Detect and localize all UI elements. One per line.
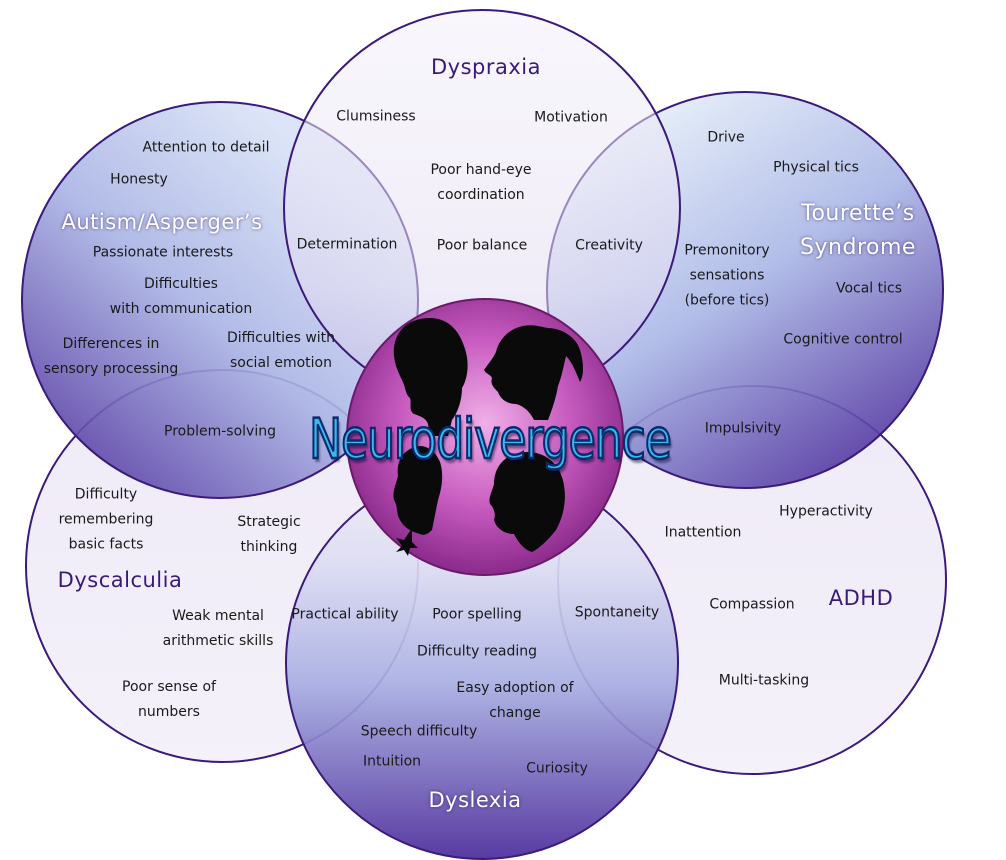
trait-inattention: Inattention — [664, 524, 742, 541]
trait-difficulties-with-social-emotion: Difficulties with social emotion — [226, 330, 336, 371]
trait-curiosity: Curiosity — [526, 760, 588, 777]
trait-physical-tics: Physical tics — [773, 159, 859, 176]
trait-clumsiness: Clumsiness — [336, 108, 416, 125]
dyspraxia-title: Dyspraxia — [430, 55, 542, 79]
trait-passionate-interests: Passionate interests — [92, 244, 234, 261]
trait-strategic-thinking: Strategic thinking — [237, 514, 301, 555]
trait-intuition: Intuition — [362, 753, 422, 770]
trait-differences-in-sensory-processing: Differences in sensory processing — [43, 336, 179, 377]
silhouette-person-lower-left-icon — [393, 446, 443, 535]
trait-drive: Drive — [707, 129, 745, 146]
trait-poor-spelling: Poor spelling — [432, 606, 522, 623]
dyscalculia-title: Dyscalculia — [57, 568, 183, 592]
trait-speech-difficulty: Speech difficulty — [360, 723, 478, 740]
silhouette-woman-icon — [484, 325, 583, 420]
trait-compassion: Compassion — [709, 596, 795, 613]
autism-title: Autism/Asperger’s — [61, 210, 263, 234]
neurodivergence-title: Neurodivergence — [308, 407, 673, 473]
trait-poor-hand-eye-coordination: Poor hand-eye coordination — [430, 162, 532, 203]
trait-problem-solving: Problem-solving — [164, 423, 276, 440]
trait-poor-sense-of-numbers: Poor sense of numbers — [122, 679, 216, 720]
trait-attention-to-detail: Attention to detail — [142, 139, 270, 156]
trait-difficulties-with-communication: Difficulties with communication — [109, 276, 253, 317]
trait-difficulty-reading: Difficulty reading — [416, 643, 538, 660]
trait-practical-ability: Practical ability — [291, 606, 399, 623]
trait-poor-balance: Poor balance — [436, 237, 528, 254]
trait-spontaneity: Spontaneity — [574, 604, 660, 621]
adhd-title: ADHD — [828, 586, 894, 610]
trait-easy-adoption-of-change: Easy adoption of change — [456, 680, 574, 721]
trait-weak-mental-arithmetic-skills: Weak mental arithmetic skills — [162, 608, 274, 649]
trait-motivation: Motivation — [534, 109, 608, 126]
trait-premonitory-sensations: Premonitory sensations (before tics) — [684, 242, 770, 309]
silhouette-person-lower-right-icon — [489, 452, 565, 552]
trait-creativity: Creativity — [575, 237, 643, 254]
trait-hyperactivity: Hyperactivity — [779, 503, 873, 520]
dyslexia-title: Dyslexia — [428, 788, 522, 812]
ribbon-icon — [396, 528, 418, 556]
silhouette-heads-graphic — [393, 318, 583, 556]
trait-honesty: Honesty — [110, 171, 168, 188]
trait-difficulty-remembering-basic-facts: Difficulty remembering basic facts — [58, 486, 154, 553]
trait-determination: Determination — [296, 236, 398, 253]
tourettes-title: Tourette’s Syndrome — [800, 201, 916, 260]
trait-multi-tasking: Multi-tasking — [718, 672, 810, 689]
silhouette-man-icon — [393, 318, 468, 436]
trait-vocal-tics: Vocal tics — [835, 280, 903, 297]
trait-cognitive-control: Cognitive control — [783, 331, 903, 348]
trait-impulsivity: Impulsivity — [704, 420, 782, 437]
